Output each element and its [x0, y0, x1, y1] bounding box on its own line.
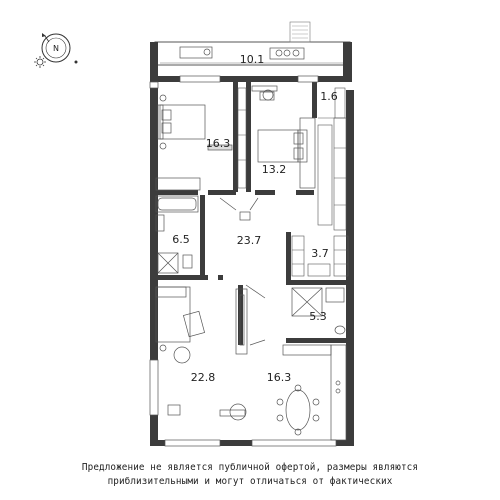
living-room [155, 284, 266, 421]
bedroom-2 [251, 85, 316, 189]
area-label-balcony: 10.1 [240, 53, 265, 66]
walls [150, 42, 354, 446]
area-label-bathroom-1: 6.5 [172, 233, 190, 246]
bathroom-1 [155, 195, 199, 274]
area-label-storage: 3.7 [311, 247, 329, 260]
closets [317, 117, 347, 231]
hall [219, 197, 259, 221]
area-label-kitchen: 16.3 [267, 371, 292, 384]
compass-north-letter: N [53, 44, 59, 53]
area-label-hall: 23.7 [237, 234, 262, 247]
area-label-bathroom-2: 5.3 [309, 310, 327, 323]
area-label-living-room: 22.8 [191, 371, 216, 384]
kitchen [276, 344, 347, 441]
bathroom-2 [291, 287, 346, 335]
storage [291, 235, 349, 277]
wardrobe [237, 87, 247, 189]
area-label-bedroom-1: 16.3 [206, 137, 231, 150]
compass: N [34, 33, 78, 68]
area-label-bedroom-2: 13.2 [262, 163, 287, 176]
area-label-wardrobe-small: 1.6 [320, 90, 338, 103]
sun-icon [34, 56, 46, 68]
disclaimer-line-2: приблизительными и могут отличаться от ф… [107, 476, 393, 487]
bedroom-1 [155, 94, 233, 191]
disclaimer-line-1: Предложение не является публичной оферто… [81, 462, 419, 473]
windows [149, 75, 337, 447]
